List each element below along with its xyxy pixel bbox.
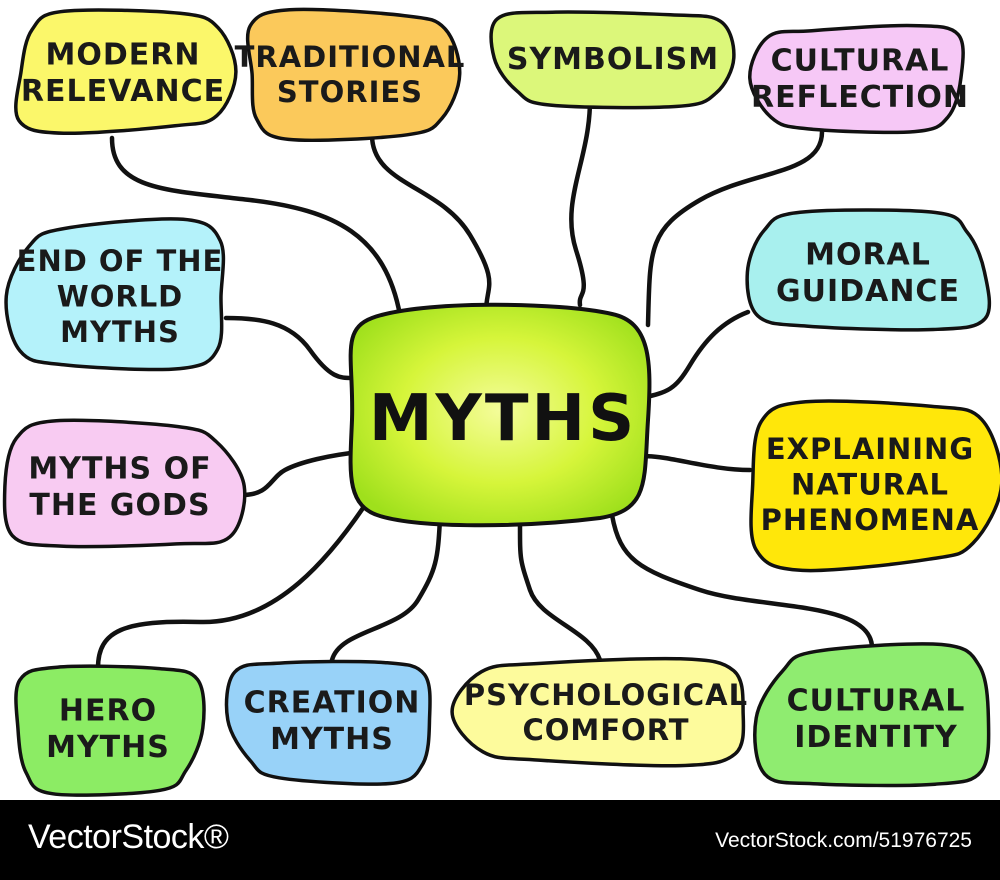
watermark-brand: VectorStock® (28, 818, 229, 856)
connector-lines (95, 97, 875, 671)
topic-label-line: MORAL (805, 238, 931, 273)
connector-line-6 (639, 309, 751, 401)
topic-bubble-shape (14, 664, 206, 797)
connector-line-12 (609, 512, 875, 653)
topic-label-line: MYTHS (270, 722, 394, 757)
topic-bubble-shape (489, 10, 736, 110)
topic-label-line: CULTURAL (787, 684, 966, 719)
topic-bubble-shape (745, 208, 992, 332)
topic-bubble-shape (224, 659, 432, 786)
topic-label-line: MYTHS (46, 730, 170, 765)
topic-label-line: STORIES (277, 75, 423, 109)
connector-line-5 (223, 315, 355, 381)
central-node-shape (348, 302, 652, 528)
topic-label-line: MYTHS (60, 315, 180, 349)
topic-label-line: COMFORT (522, 713, 689, 747)
topic-bubble-shape (753, 642, 991, 788)
topic-label-line: CULTURAL (771, 44, 950, 79)
topic-label-line: THE GODS (29, 488, 210, 523)
connector-line-10 (329, 515, 443, 663)
connector-line-4 (645, 129, 825, 328)
topic-label-line: IDENTITY (794, 720, 958, 755)
connector-line-9 (95, 487, 378, 671)
topic-label-line: NATURAL (791, 467, 949, 501)
topic-bubble-shape (14, 8, 238, 136)
topic-label-line: EXPLAINING (766, 432, 974, 466)
topic-bubble-3: SYMBOLISM (489, 10, 736, 110)
topic-label-line: PSYCHOLOGICAL (464, 678, 748, 712)
topic-label-line: END OF THE (17, 244, 224, 278)
connector-line-1 (109, 135, 403, 318)
topic-label-line: REFLECTION (751, 80, 969, 115)
topic-bubble-shape (245, 7, 462, 143)
topic-bubble-shape (749, 399, 1000, 573)
topic-bubble-shape (748, 23, 965, 135)
topic-label-line: MODERN (46, 38, 201, 73)
connector-line-8 (633, 453, 753, 473)
connector-line-2 (369, 132, 492, 315)
topic-label-line: GUIDANCE (776, 274, 960, 309)
central-node: MYTHS (348, 302, 652, 528)
topic-bubble-shape (450, 656, 746, 768)
topic-label-line: CREATION (244, 686, 421, 721)
topic-label-line: RELEVANCE (21, 74, 225, 109)
connector-line-11 (517, 523, 603, 663)
topic-label-line: WORLD (57, 279, 184, 313)
topic-label-line: PHENOMENA (761, 503, 980, 537)
watermark-url: VectorStock.com/51976725 (715, 829, 972, 852)
central-topic-label: MYTHS (369, 382, 637, 456)
topic-bubble-shape (2, 418, 247, 549)
topic-label-line: SYMBOLISM (507, 42, 719, 77)
connector-line-7 (239, 449, 363, 498)
topic-label-line: MYTHS OF (28, 452, 211, 487)
topic-bubble-shape (4, 217, 226, 372)
connector-line-3 (569, 97, 593, 308)
watermark-footer: VectorStock® VectorStock.com/51976725 (0, 800, 1000, 880)
topic-label-line: TRADITIONAL (235, 40, 466, 74)
topic-label-line: HERO (59, 694, 157, 729)
